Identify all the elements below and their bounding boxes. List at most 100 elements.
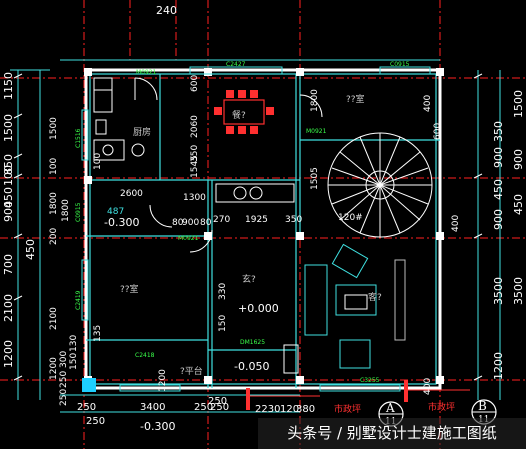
dim-bl-0: 250: [59, 389, 69, 406]
hall-fixtures: [215, 183, 299, 374]
dim-1505: 1505: [310, 167, 320, 190]
dim-400: 400: [423, 95, 433, 112]
dim-left-4: 450: [2, 187, 15, 208]
tag-c2418: C2418: [135, 352, 155, 359]
dim-bl-4: 130: [69, 335, 79, 352]
stair-label: 120#: [338, 213, 363, 223]
kitchen-fixtures: [93, 77, 145, 161]
dim-bottom-3: 250: [194, 402, 213, 413]
dim-leftmid-5: 2100: [49, 307, 59, 330]
dining-set: [214, 90, 274, 134]
dim-600b: 600: [433, 123, 443, 140]
dim-bottom-5: 2230: [255, 404, 280, 415]
dim-350: 350: [190, 145, 200, 162]
dim-rightfar-1: 900: [512, 149, 525, 170]
dim-leftmid-3: 200: [49, 228, 59, 245]
dim-left-mid-4: 450: [24, 239, 37, 260]
dim-bottom-8: 250: [208, 396, 227, 407]
level-4: -0.300: [140, 420, 175, 433]
dim-right-2: 450: [492, 179, 505, 200]
dim-2060: 2060: [190, 115, 200, 138]
room-top-right: ??室: [346, 93, 365, 105]
dim-270: 270: [213, 215, 230, 225]
dim-left-0: 1150: [2, 72, 15, 100]
dim-1545: 1545: [190, 155, 200, 178]
tag-dm1625: DM1625: [240, 339, 265, 346]
dim-right-1: 900: [492, 147, 505, 168]
level-1: -0.300: [104, 216, 139, 229]
dim-1925: 1925: [245, 215, 268, 225]
dim-bl-3: 150: [69, 353, 79, 370]
tag-m0921b: M0921: [306, 128, 327, 135]
dim-600: 600: [190, 75, 200, 92]
dim-leftmid-1: 100: [49, 158, 59, 175]
left-dimensions-2: 1500 100 1800 200 2100 1200: [49, 117, 59, 380]
spiral-staircase: [327, 132, 433, 238]
dim-left-10: 2100: [2, 294, 15, 322]
dim-rightfar-0: 1500: [512, 90, 525, 118]
dim-1200: 1200: [158, 369, 168, 392]
dim-bottom-6: 120: [280, 404, 299, 415]
outer-walls: [84, 68, 442, 390]
dim-80a: 80: [172, 218, 184, 228]
dim-bottom-7: 380: [296, 404, 315, 415]
axis-b-label: B: [478, 399, 487, 413]
dim-rightfar-2: 450: [512, 194, 525, 215]
dimension-lines: [10, 59, 501, 413]
dim-135: 135: [93, 325, 103, 342]
dim-350b: 350: [285, 215, 302, 225]
dim-left-11: 1200: [2, 340, 15, 368]
dim-bottom-1: 250: [86, 416, 105, 427]
dim-150: 150: [218, 315, 228, 332]
dim-bottom-4: 250: [210, 402, 229, 413]
dim-rightfar-3: 3500: [512, 277, 525, 305]
room-hall: 玄?: [242, 273, 256, 285]
bottom-left-dimensions: 250 250 300 150 130: [59, 335, 79, 406]
room-labels: 厨房 餐? ??室 ??室 玄? 客? ?平台 120#: [120, 93, 382, 377]
level-tag-487: 487: [107, 207, 124, 217]
dim-bl-1: 250: [59, 371, 69, 388]
grid-markers: [246, 380, 408, 410]
tag-c2419: C2419: [75, 290, 82, 310]
dim-leftmid-2: 1800: [49, 192, 59, 215]
dim-left-5: 900: [2, 201, 15, 222]
room-bottom-left: ??室: [120, 283, 139, 295]
room-kitchen: 厨房: [133, 126, 151, 138]
dim-1300: 1300: [183, 193, 206, 203]
tag-c2427: C2427: [226, 61, 246, 68]
dim-900b: 900: [182, 218, 199, 228]
room-terrace: ?平台: [180, 365, 203, 377]
bottom-dimensions: 250 250 3400 250 250 2230 120 380 250: [77, 396, 315, 427]
dim-left-2: 850: [2, 154, 15, 175]
dim-2600: 2600: [120, 189, 143, 199]
dim-leftmid-6: 1200: [49, 357, 59, 380]
left-dimensions: 1150 1500 850 100 450 900 700 2100 1200 …: [2, 72, 37, 368]
room-dining: 餐?: [232, 109, 246, 121]
dim-right-0: 350: [492, 121, 505, 142]
room-living: 客?: [368, 291, 382, 303]
tag-c0915b: C0915: [75, 202, 82, 222]
dim-bl-2: 300: [59, 351, 69, 368]
dim-left-9: 700: [2, 254, 15, 275]
rain-label-2: 市政坪: [428, 401, 455, 413]
tag-c3255: C3255: [360, 377, 380, 384]
dim-bottom-0: 250: [77, 402, 96, 413]
tag-m0921a: M0921: [136, 69, 157, 76]
living-furniture: [304, 243, 406, 369]
dim-bottom-2: 3400: [140, 402, 165, 413]
opening-tags: M0921 C2427 C0915 C1516 M0921 C0915 M092…: [75, 61, 410, 384]
dim-100: 100: [93, 153, 103, 170]
tag-c1516: C1516: [75, 128, 82, 148]
tag-c0915a: C0915: [390, 61, 410, 68]
dim-leftmid-0: 1500: [49, 117, 59, 140]
dim-1800b: 1800: [61, 199, 71, 222]
dim-80b: 80: [200, 218, 212, 228]
dim-right-3: 900: [492, 209, 505, 230]
dim-400b: 400: [451, 215, 461, 232]
tag-m0921c: M0921: [178, 235, 199, 242]
level-2: +0.000: [238, 302, 279, 315]
level-3: -0.050: [234, 360, 269, 373]
axis-a-label: A: [385, 401, 395, 415]
